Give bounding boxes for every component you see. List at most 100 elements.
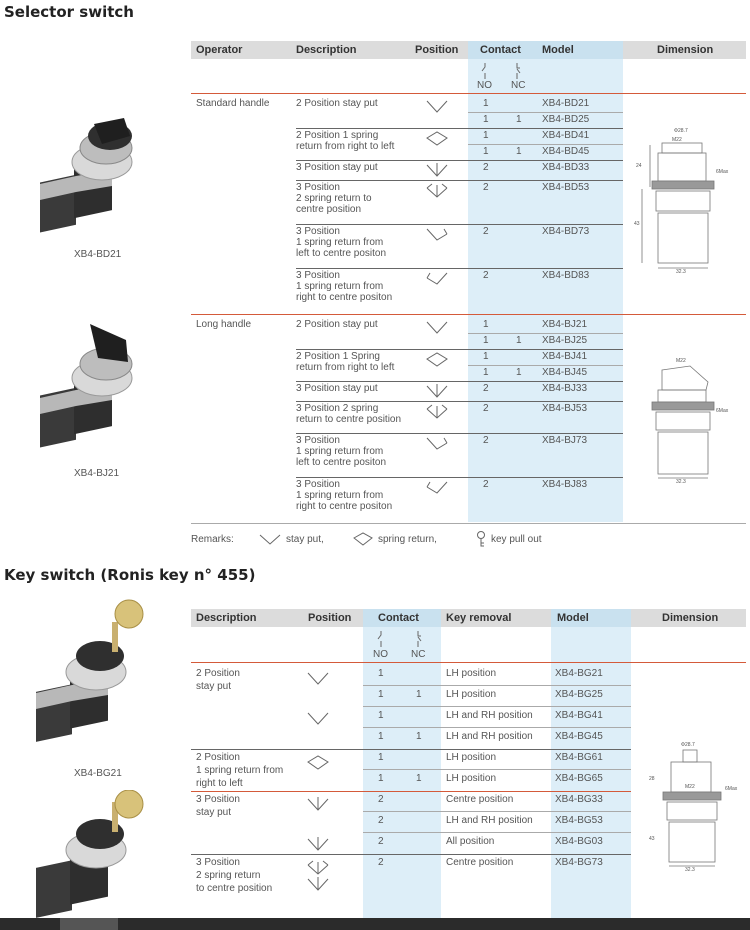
key-contact-nc: 1: [416, 773, 422, 784]
model-value: XB4-BD21: [542, 98, 590, 109]
svg-text:24: 24: [636, 163, 642, 169]
nc-label: NC: [511, 80, 526, 91]
key-description-text: 2 spring return: [196, 870, 261, 881]
remarks-label: Remarks:: [191, 534, 234, 545]
key-position-stay-icon: [307, 712, 329, 725]
model-value: XB4-BJ73: [542, 435, 588, 446]
svg-text:Φ28.7: Φ28.7: [674, 128, 688, 134]
key-description-text: stay put: [196, 807, 232, 818]
key-model-value: XB4-BG61: [555, 752, 603, 763]
remarks-stay: stay put,: [286, 534, 324, 545]
model-value: XB4-BJ25: [542, 335, 588, 346]
selector-switch-long-photo: [40, 324, 133, 448]
model-value: XB4-BJ33: [542, 383, 588, 394]
key-contact-no: 2: [378, 794, 384, 805]
svg-text:32.3: 32.3: [676, 479, 686, 485]
description-text: 3 Position: [296, 270, 340, 281]
key-switch-photo-2: [36, 790, 144, 918]
key-description-text: 1 spring return from: [196, 765, 284, 776]
position-stay-icon: [426, 100, 448, 113]
key-contact-symbols-icon: [377, 631, 422, 647]
contact-no-value: 1: [483, 351, 489, 362]
key-title: Key switch (Ronis key n° 455): [4, 566, 256, 584]
key-description-text: 2 Position: [196, 752, 240, 763]
header-dimension: Dimension: [657, 44, 714, 56]
description-text: 3 Position 2 spring: [296, 403, 379, 414]
svg-text:Φ28.7: Φ28.7: [681, 742, 695, 748]
description-text: return to centre position: [296, 414, 402, 425]
contact-no-value: 2: [483, 270, 489, 281]
key-contact-no: 1: [378, 773, 384, 784]
position-springR-icon: [426, 481, 448, 494]
description-text: 3 Position stay put: [296, 383, 378, 394]
remarks-spring: spring return,: [378, 534, 437, 545]
key-contact-no: 2: [378, 836, 384, 847]
contact-no-value: 2: [483, 182, 489, 193]
svg-text:28: 28: [649, 776, 655, 782]
svg-text:43: 43: [649, 836, 655, 842]
dimension-drawing-long: M22 6Max 32.3: [651, 358, 729, 485]
key-contact-nc: 1: [416, 689, 422, 700]
contact-no-value: 1: [483, 114, 489, 125]
key-pull-out-icon: [477, 531, 485, 547]
key-header-dimension: Dimension: [662, 612, 719, 624]
key-contact-no: 2: [378, 857, 384, 868]
contact-no-value: 2: [483, 479, 489, 490]
product-label-bg21: XB4-BG21: [74, 768, 122, 779]
key-contact-nc: 1: [416, 731, 422, 742]
header-description: Description: [296, 44, 357, 56]
key-model-value: XB4-BG65: [555, 773, 603, 784]
description-text: 2 spring return to: [296, 193, 372, 204]
svg-text:M22: M22: [676, 358, 686, 364]
description-text: left to centre positon: [296, 248, 387, 259]
description-text: right to centre positon: [296, 501, 393, 512]
key-header-position: Position: [308, 612, 352, 624]
selector-switch-standard-photo: [40, 118, 133, 233]
no-label: NO: [477, 80, 492, 91]
key-switch-photo: [36, 599, 144, 742]
contact-nc-value: 1: [516, 335, 522, 346]
contact-no-value: 2: [483, 383, 489, 394]
selector-title: Selector switch: [4, 3, 134, 21]
position-spring-icon: [426, 131, 448, 146]
description-text: 2 Position stay put: [296, 98, 378, 109]
key-position-stay3-icon: [307, 877, 329, 891]
description-text: centre position: [296, 204, 362, 215]
model-value: XB4-BD53: [542, 182, 590, 193]
key-model-value: XB4-BG53: [555, 815, 603, 826]
key-header-key-removal: Key removal: [446, 612, 512, 624]
svg-text:M22: M22: [672, 137, 682, 143]
description-text: right to centre positon: [296, 292, 393, 303]
model-value: XB4-BJ83: [542, 479, 588, 490]
description-text: 2 Position stay put: [296, 319, 378, 330]
operator-standard: Standard handle: [196, 98, 270, 109]
key-removal-value: All position: [446, 836, 495, 847]
key-contact-no: 1: [378, 710, 384, 721]
contact-symbols-icon: [481, 63, 521, 79]
key-model-value: XB4-BG21: [555, 668, 603, 679]
contact-no-value: 1: [483, 319, 489, 330]
description-text: 2 Position 1 spring: [296, 130, 379, 141]
description-text: 1 spring return from: [296, 446, 384, 457]
svg-text:M22: M22: [685, 784, 695, 790]
key-model-band: [551, 627, 631, 918]
contact-no-value: 2: [483, 162, 489, 173]
key-model-value: XB4-BG73: [555, 857, 603, 868]
key-contact-no: 1: [378, 752, 384, 763]
key-removal-value: LH position: [446, 773, 497, 784]
key-contact-band: [363, 627, 441, 918]
key-nc-label: NC: [411, 649, 426, 660]
model-value: XB4-BJ21: [542, 319, 588, 330]
key-contact-no: 1: [378, 731, 384, 742]
svg-text:32.3: 32.3: [676, 269, 686, 275]
model-value: XB4-BD83: [542, 270, 590, 281]
product-label-bj21: XB4-BJ21: [74, 468, 120, 479]
contact-nc-value: 1: [516, 367, 522, 378]
model-value: XB4-BJ53: [542, 403, 588, 414]
key-contact-no: 1: [378, 689, 384, 700]
description-text: return from right to left: [296, 362, 395, 373]
key-model-value: XB4-BG45: [555, 731, 603, 742]
operator-long: Long handle: [196, 319, 252, 330]
svg-text:32.3: 32.3: [685, 867, 695, 873]
key-model-value: XB4-BG33: [555, 794, 603, 805]
